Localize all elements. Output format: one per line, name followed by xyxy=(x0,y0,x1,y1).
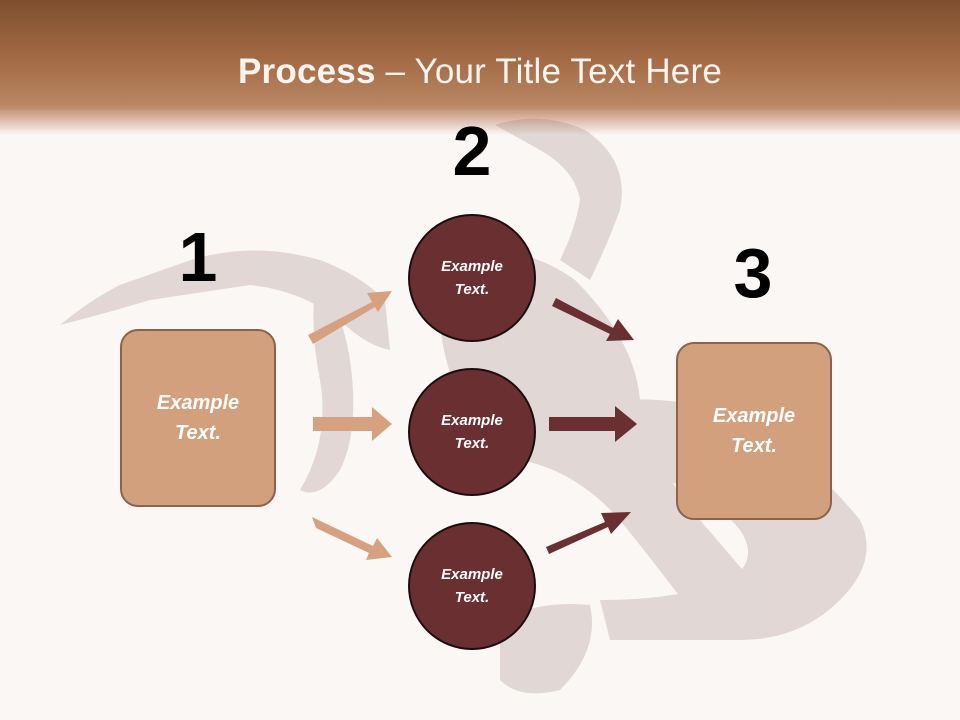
arrow-from-circle-3 xyxy=(546,512,631,554)
header-band xyxy=(0,0,960,135)
step-number-2: 2 xyxy=(452,112,492,190)
arrow-to-circle-2 xyxy=(313,407,392,441)
process-circle-2: Example Text. xyxy=(408,368,536,496)
slide-title: Process – Your Title Text Here xyxy=(0,52,960,92)
right-text-box: Example Text. xyxy=(676,342,832,520)
process-circle-3: Example Text. xyxy=(408,522,536,650)
arrow-from-circle-1 xyxy=(552,298,634,341)
step-number-1: 1 xyxy=(178,218,218,296)
arrow-from-circle-2 xyxy=(549,406,637,442)
title-rest: – Your Title Text Here xyxy=(375,52,722,91)
title-emphasis: Process xyxy=(238,52,376,91)
left-text-box: Example Text. xyxy=(120,329,276,507)
process-circle-1: Example Text. xyxy=(408,214,536,342)
arrow-to-circle-1 xyxy=(308,291,392,344)
step-number-3: 3 xyxy=(733,234,773,312)
arrow-to-circle-3 xyxy=(312,517,392,560)
